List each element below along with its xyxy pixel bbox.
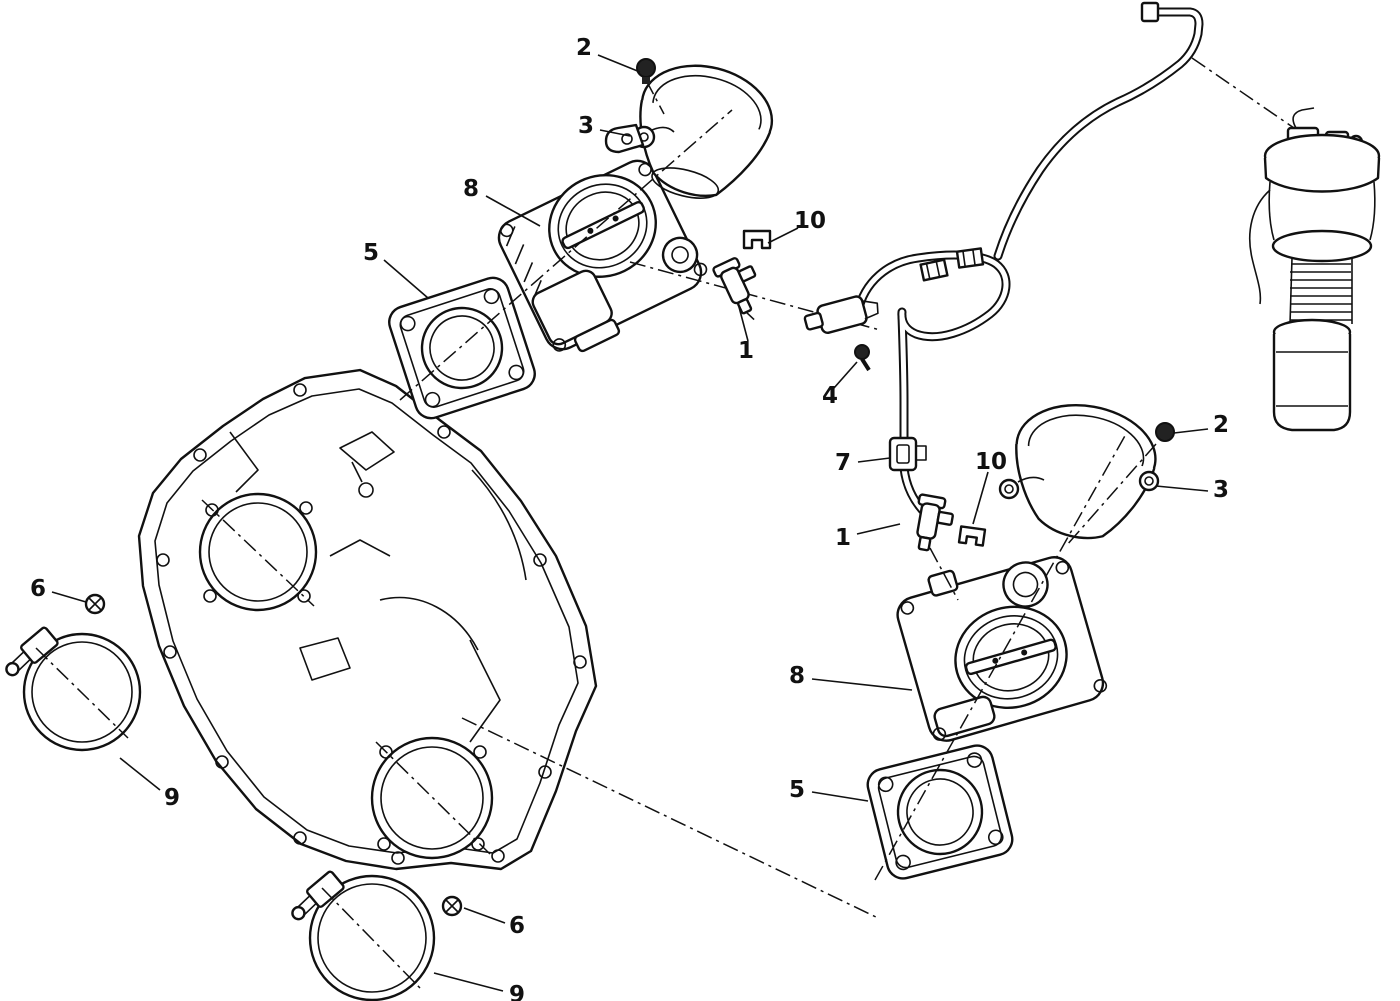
callout-6-left: 6 — [29, 576, 47, 602]
fuel-pipe — [993, 1, 1204, 261]
screw-4 — [854, 344, 871, 372]
callout-10-lower: 10 — [974, 449, 1008, 475]
screw-2-lower — [1155, 422, 1175, 442]
throttle-body-lower — [896, 556, 1108, 742]
screw-6-bottom — [441, 895, 463, 917]
intake-flange-lower — [866, 744, 1014, 880]
retaining-clip-10-lower — [957, 525, 987, 547]
callout-8-lower: 8 — [788, 663, 806, 689]
screw-2-upper — [636, 58, 656, 84]
engine-cover — [137, 368, 598, 871]
fuel-hose — [853, 247, 1011, 519]
callout-2-right: 2 — [1212, 412, 1230, 438]
hose-clamp-left — [5, 626, 142, 752]
callout-7: 7 — [834, 450, 852, 476]
callout-3-right: 3 — [1212, 477, 1230, 503]
callout-5-upper: 5 — [362, 240, 380, 266]
callout-8-upper: 8 — [462, 176, 480, 202]
callout-4: 4 — [821, 383, 839, 409]
callout-2-top: 2 — [575, 35, 593, 61]
fuel-injector-upper — [712, 257, 757, 321]
funnel-mount-lug-lower — [998, 470, 1160, 500]
centerlines — [35, 57, 1295, 989]
callout-10-upper: 10 — [793, 208, 827, 234]
callout-3-top: 3 — [577, 113, 595, 139]
screw-6-left — [84, 593, 106, 615]
callout-9-left: 9 — [163, 785, 181, 811]
callout-9-bottom: 9 — [508, 982, 526, 1001]
retaining-clip-10-upper — [742, 229, 772, 250]
hose-fitting-4 — [803, 295, 879, 334]
callout-5-lower: 5 — [788, 777, 806, 803]
callout-1-lower: 1 — [834, 525, 852, 551]
hose-holder-7 — [888, 436, 927, 472]
callout-1-upper: 1 — [737, 338, 755, 364]
intake-funnel-lower — [1015, 403, 1157, 540]
leader-lines — [51, 54, 1209, 992]
fuel-pump — [1248, 107, 1381, 432]
clamp-bracket-3-upper — [604, 123, 645, 154]
intake-funnel-upper — [639, 64, 774, 199]
fuel-injector-lower — [916, 493, 954, 552]
callout-6-bottom: 6 — [508, 913, 526, 939]
